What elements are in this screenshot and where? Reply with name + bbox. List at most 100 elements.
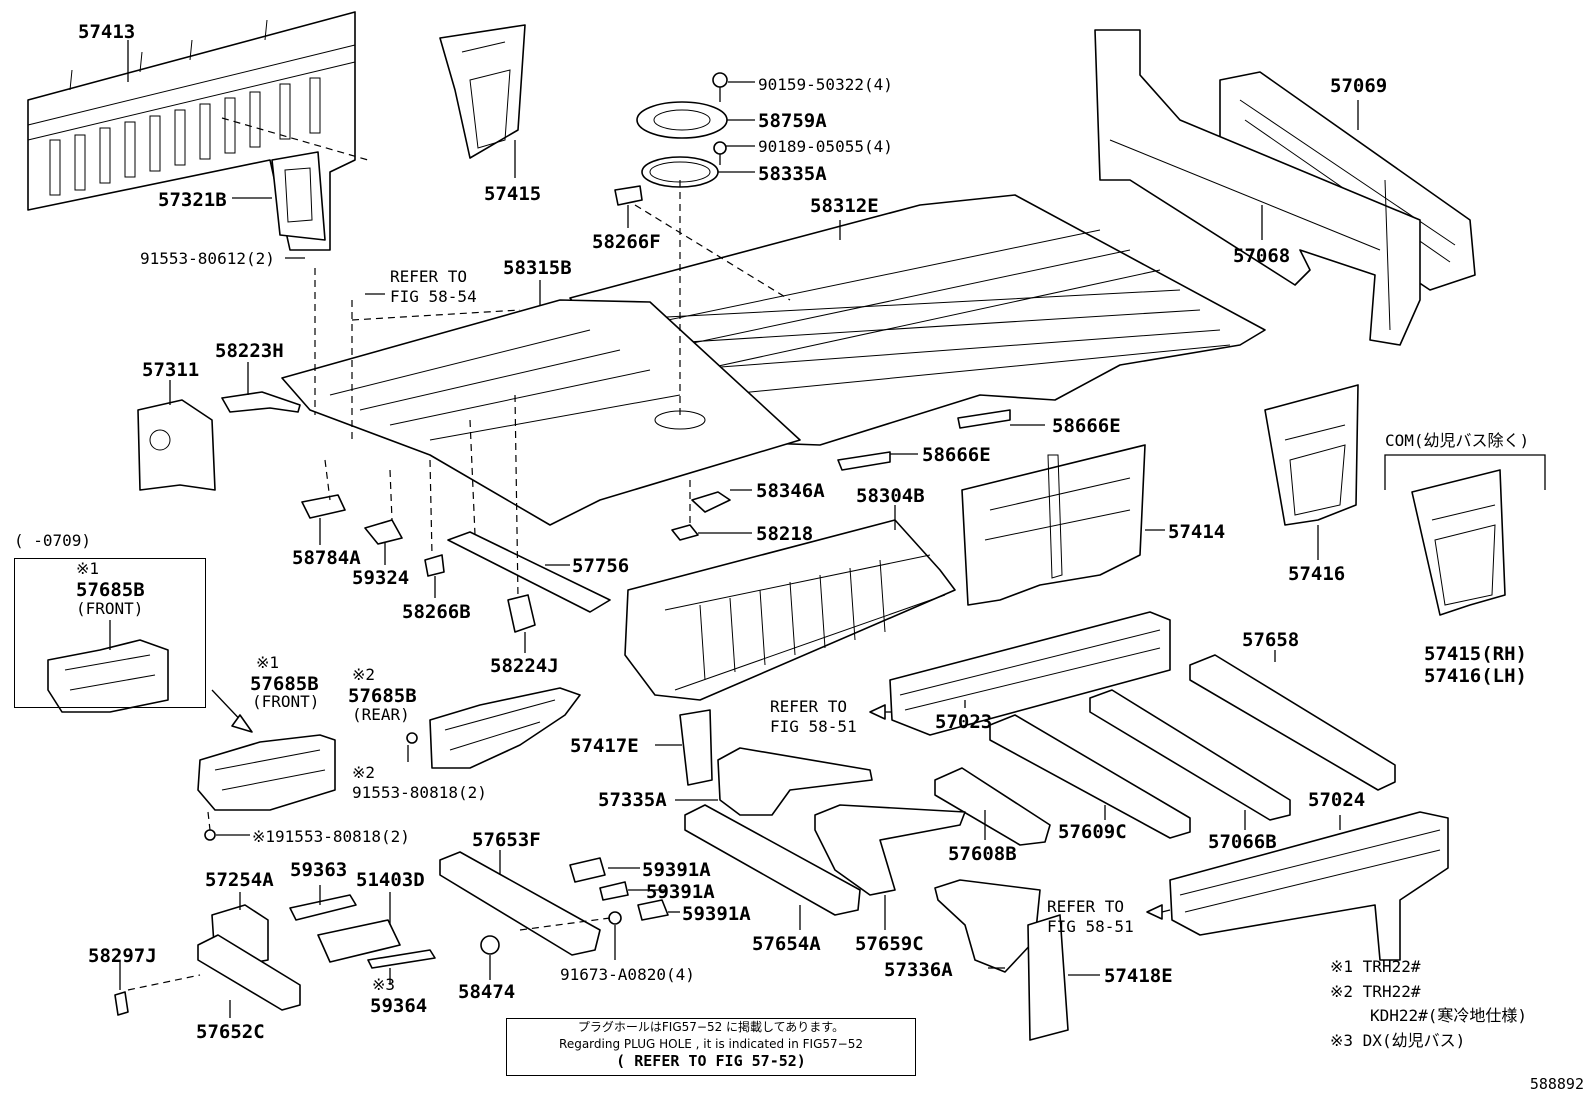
label-57416: 57416 (1288, 563, 1345, 585)
label-58224J: 58224J (490, 655, 559, 677)
label-57415RH: 57415(RH) (1424, 643, 1527, 665)
clip-91553c-shape (204, 829, 216, 841)
crossmember-57659C-shape (814, 804, 966, 896)
label-57608B: 57608B (948, 843, 1017, 865)
label-refer1b: FIG 58-54 (390, 287, 477, 306)
bracket-57336A-shape (934, 879, 1041, 973)
bracket-59324-shape (364, 519, 403, 545)
label-57418E: 57418E (1104, 965, 1173, 987)
label-refer3a: REFER TO (1047, 897, 1124, 916)
label-58474: 58474 (458, 981, 515, 1003)
bracket-58218-shape (671, 524, 699, 541)
label-57414: 57414 (1168, 521, 1225, 543)
crossmember-57652C-shape (197, 934, 301, 1011)
bracket-58266F-shape (614, 185, 643, 206)
label-58218: 58218 (756, 523, 813, 545)
figure-id: 588892 (1529, 1075, 1584, 1093)
bracket-57417E-shape (679, 709, 713, 786)
legend-2b: KDH22#(寒冷地仕様) (1370, 1006, 1527, 1025)
label-57659C: 57659C (855, 933, 924, 955)
label-59324: 59324 (352, 567, 409, 589)
label-57609C: 57609C (1058, 821, 1127, 843)
label-57321B: 57321B (158, 189, 227, 211)
label-refer3b: FIG 58-51 (1047, 917, 1134, 936)
bracket-58666E-b-shape (837, 451, 891, 471)
label-57415: 57415 (484, 183, 541, 205)
com-bracket-line (1384, 454, 1546, 490)
label-91553c: ※191553-80818(2) (252, 827, 410, 846)
bracket-57335A-shape (717, 747, 873, 816)
bracket-58346A-shape (691, 491, 731, 513)
legend-2: ※2 TRH22# (1330, 982, 1421, 1001)
label-inset-date: ( -0709) (14, 531, 91, 550)
rail-57024-shape (1169, 811, 1449, 961)
crossmember-57066B-shape (1089, 689, 1291, 821)
floor-58312E-shape (569, 194, 1266, 446)
panel-57311-shape (137, 399, 216, 491)
label-refer1a: REFER TO (390, 267, 467, 286)
cover-58759A-shape (636, 101, 728, 139)
plate-57756-shape (447, 531, 611, 613)
assembly-dashed-lines (127, 117, 791, 991)
crossmember-57608B-shape (934, 767, 1051, 846)
label-58223H: 58223H (215, 340, 284, 362)
label-57658: 57658 (1242, 629, 1299, 651)
panel-57685B-rear-shape (429, 687, 581, 769)
crossmember-57654A-shape (684, 804, 861, 916)
plug-hole-note: プラグホールはFIG57−52 に掲載してあります。 Regarding PLU… (506, 1018, 916, 1076)
bracket-58784A-shape (301, 494, 346, 519)
label-57413: 57413 (78, 21, 135, 43)
label-com: COM(幼児バス除く) (1385, 431, 1529, 450)
label-58315B: 58315B (503, 257, 572, 279)
label-58759A: 58759A (758, 110, 827, 132)
label-m1: ※1 (256, 653, 279, 672)
label-57685B-1: 57685B (250, 673, 319, 695)
clip-91553b-shape (406, 732, 418, 744)
note-line-3: ( REFER TO FIG 57-52) (616, 1052, 806, 1070)
label-58312E: 58312E (810, 195, 879, 217)
label-57336A: 57336A (884, 959, 953, 981)
rail-57023-shape (889, 611, 1171, 736)
panel-57416-shape (1264, 384, 1359, 526)
arrow-to-57685B (211, 689, 253, 733)
bracket-58223H-shape (221, 391, 301, 413)
refer-arrow-1 (869, 704, 892, 720)
fastener-90189-shape (713, 141, 727, 165)
label-58335A: 58335A (758, 163, 827, 185)
panel-57415-shape (439, 24, 526, 159)
label-refer2a: REFER TO (770, 697, 847, 716)
label-58304B: 58304B (856, 485, 925, 507)
label-57653F: 57653F (472, 829, 541, 851)
note-line-1: プラグホールはFIG57−52 に掲載してあります。 (577, 1020, 845, 1034)
label-59391A-1: 59391A (642, 859, 711, 881)
plate-59363-shape (289, 894, 357, 921)
crossmember-57653F-shape (439, 851, 601, 956)
grommet-58474-shape (480, 935, 500, 955)
label-57335A: 57335A (598, 789, 667, 811)
label-57024: 57024 (1308, 789, 1365, 811)
label-90189: 90189-05055(4) (758, 137, 893, 156)
label-91553b: 91553-80818(2) (352, 783, 487, 802)
label-59363: 59363 (290, 859, 347, 881)
refer-arrow-2 (1146, 904, 1171, 920)
panel-57413-shape (27, 11, 356, 251)
label-58346A: 58346A (756, 480, 825, 502)
legend-1: ※1 TRH22# (1330, 957, 1421, 976)
label-m3: ※3 (372, 975, 395, 994)
bracket-58266B-shape (424, 554, 445, 577)
label-57254A: 57254A (205, 869, 274, 891)
label-58784A: 58784A (292, 547, 361, 569)
label-inset-front: (FRONT) (76, 599, 143, 618)
label-90159: 90159-50322(4) (758, 75, 893, 94)
bracket-51403D-shape (317, 919, 401, 963)
label-58266F: 58266F (592, 231, 661, 253)
panel-57321B-shape (271, 151, 326, 241)
label-rear: (REAR) (352, 705, 410, 724)
rail-57068-shape (1094, 29, 1421, 346)
label-front1: (FRONT) (252, 692, 319, 711)
label-57023: 57023 (935, 711, 992, 733)
label-59391A-2: 59391A (646, 881, 715, 903)
bracket-58224J-shape (507, 594, 536, 633)
inset-box (14, 558, 206, 708)
